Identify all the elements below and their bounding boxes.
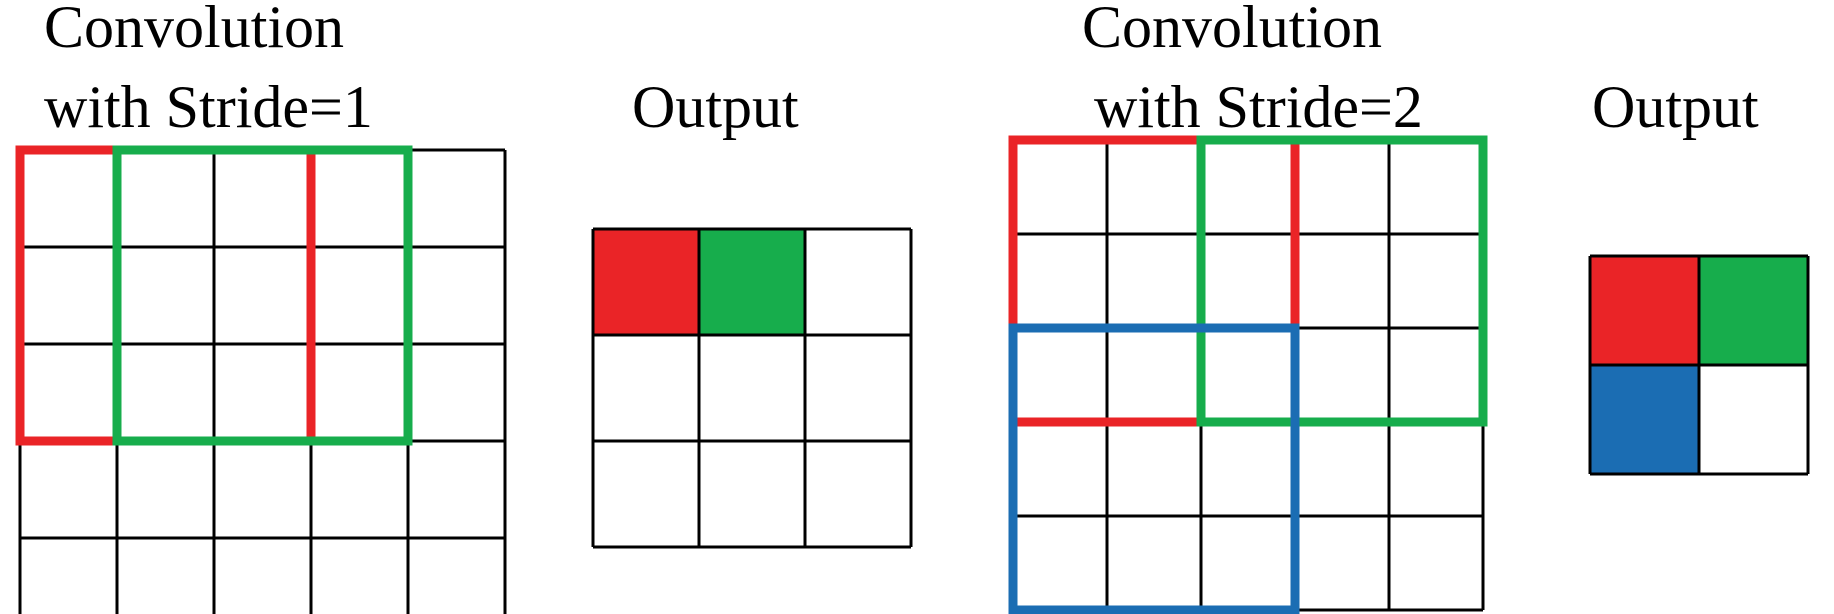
- kernel-window-green: [112, 145, 413, 446]
- panel1-title-line1: Convolution: [44, 0, 344, 60]
- kernel-window-red: [1008, 135, 1300, 427]
- output-cell-filled: [1590, 365, 1699, 474]
- kernel-window-green: [1196, 135, 1488, 427]
- kernel-window-red: [15, 145, 316, 446]
- output-cell-filled: [593, 229, 699, 335]
- panel2-output-grid: [1588, 254, 1810, 476]
- panel2-input-grid: [1008, 135, 1488, 614]
- output-cell-filled: [1590, 256, 1699, 365]
- panel1-input-grid: [15, 145, 507, 614]
- panel2-title-line2: with Stride=2: [1094, 74, 1423, 140]
- panel1-title-line2: with Stride=1: [44, 74, 373, 140]
- output-cell-filled: [1699, 256, 1808, 365]
- panel1-output-grid: [591, 227, 913, 549]
- output-cell-filled: [699, 229, 805, 335]
- panel2-output-title: Output: [1592, 74, 1759, 140]
- panel2-title-line1: Convolution: [1082, 0, 1382, 60]
- panel1-output-title: Output: [632, 74, 799, 140]
- kernel-window-blue: [1008, 323, 1300, 614]
